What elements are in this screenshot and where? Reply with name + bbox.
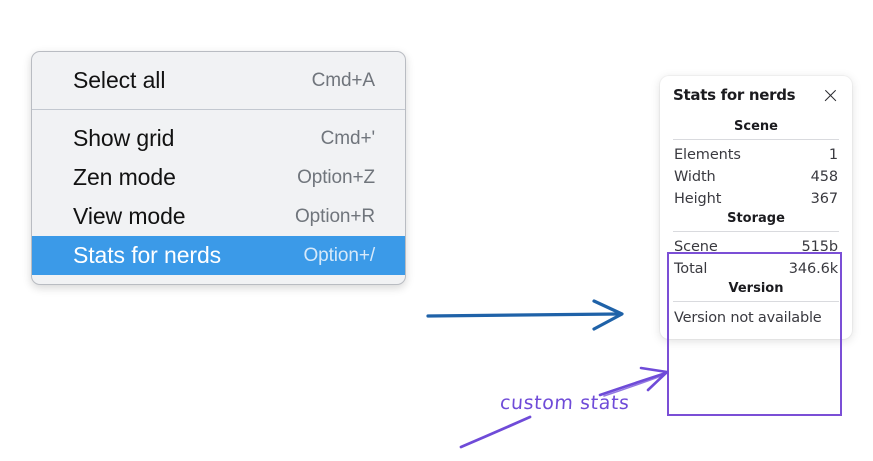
table-row: Elements 1 [671, 144, 841, 166]
stats-section-version: Version Version not available [671, 280, 841, 327]
table-row: Total 346.6k [671, 258, 841, 280]
page-title: Stats for nerds [673, 86, 796, 104]
handwritten-note: custom stats [499, 392, 631, 414]
section-heading: Scene [734, 119, 778, 134]
stat-key: Elements [674, 147, 741, 163]
menu-item-shortcut: Cmd+A [311, 70, 375, 91]
flow-arrow-icon [426, 299, 624, 331]
context-menu[interactable]: Select all Cmd+A Show grid Cmd+' Zen mod… [31, 51, 406, 285]
stat-value: 367 [810, 191, 838, 207]
stats-for-nerds-panel: Stats for nerds Scene Elements 1 Width 4… [660, 76, 852, 339]
menu-item-show-grid[interactable]: Show grid Cmd+' [32, 119, 405, 158]
stat-key: Height [674, 191, 722, 207]
panel-header: Stats for nerds [671, 86, 841, 104]
stat-key: Scene [674, 239, 718, 255]
stat-key: Total [674, 261, 708, 277]
note-underline-stroke [459, 415, 532, 449]
menu-item-shortcut: Option+/ [303, 245, 375, 266]
menu-item-zen-mode[interactable]: Zen mode Option+Z [32, 158, 405, 197]
stats-section-storage: Storage Scene 515b Total 346.6k [671, 210, 841, 280]
divider [673, 301, 839, 302]
menu-item-select-all[interactable]: Select all Cmd+A [32, 61, 405, 100]
divider [673, 231, 839, 232]
close-icon[interactable] [822, 87, 839, 104]
stat-value: 346.6k [788, 261, 838, 277]
menu-item-label: Show grid [73, 125, 175, 151]
table-row: Scene 515b [671, 236, 841, 258]
table-row: Width 458 [671, 166, 841, 188]
menu-group-2: Show grid Cmd+' Zen mode Option+Z View m… [32, 109, 405, 284]
stat-key: Width [674, 169, 716, 185]
stat-value: 458 [810, 169, 838, 185]
menu-item-shortcut: Option+R [295, 206, 375, 227]
version-text: Version not available [674, 310, 822, 326]
stat-value: 515b [801, 239, 839, 255]
stat-value: 1 [828, 147, 838, 163]
menu-item-shortcut: Option+Z [297, 167, 375, 188]
menu-item-stats-for-nerds[interactable]: Stats for nerds Option+/ [32, 236, 405, 275]
menu-item-shortcut: Cmd+' [320, 128, 375, 149]
menu-item-label: Select all [73, 67, 166, 93]
section-heading: Storage [727, 211, 785, 226]
menu-item-label: Stats for nerds [73, 242, 222, 268]
menu-item-view-mode[interactable]: View mode Option+R [32, 197, 405, 236]
stats-section-scene: Scene Elements 1 Width 458 Height 367 [671, 118, 841, 210]
divider [673, 139, 839, 140]
menu-group-1: Select all Cmd+A [32, 52, 405, 109]
section-heading: Version [728, 281, 784, 296]
menu-item-label: Zen mode [73, 164, 176, 190]
menu-item-label: View mode [73, 203, 186, 229]
table-row: Height 367 [671, 188, 841, 210]
